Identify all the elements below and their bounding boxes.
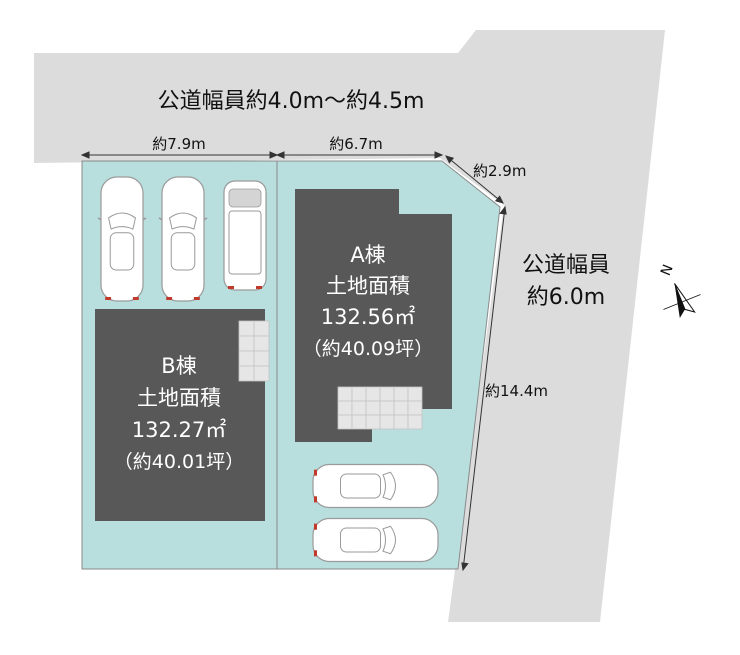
entrance-tile-a [407,386,423,402]
entrance-tile-a [407,400,423,416]
entrance-tile-b [253,335,270,352]
entrance-tile-b [253,350,270,367]
east-road-label-line1: 公道幅員 [522,253,610,278]
entrance-tile-b [238,350,255,367]
entrance-tile-a [351,414,367,430]
entrance-tile-b [238,335,255,352]
entrance-tile-a [365,414,381,430]
entrance-tile-a [379,386,395,402]
entrance-tile-a [393,400,409,416]
building-a-tsubo: （約40.09坪） [303,338,433,360]
entrance-tile-b [253,365,270,382]
dim-a-width-label: 約6.7m [329,135,382,153]
entrance-tile-a [337,386,353,402]
entrance-tile-a [365,400,381,416]
building-b-area-label: 土地面積 [137,386,221,410]
entrance-tile-b [238,365,255,382]
east-road-label-line2: 約6.0m [527,285,605,310]
building-a-name: A棟 [350,243,385,267]
dim-b-width-label: 約7.9m [152,135,205,153]
entrance-tile-a [337,400,353,416]
car-icon [97,176,147,302]
entrance-tile-a [337,414,353,430]
entrance-tile-b [253,320,270,337]
dim-east-label: 約14.4m [485,382,548,400]
entrance-tile-a [365,386,381,402]
north-road [34,30,665,622]
building-a [295,189,452,442]
entrance-tile-a [407,414,423,430]
entrance-tile-a [393,386,409,402]
entrance-tiles-b [238,320,270,382]
car-icon [158,176,208,302]
entrance-tile-a [393,414,409,430]
building-a-area-label: 土地面積 [326,274,410,298]
compass-letter: N [658,262,677,278]
entrance-tile-a [379,414,395,430]
dim-corner-label: 約2.9m [473,162,526,180]
building-a-area: 132.56㎡ [321,305,415,329]
north-arrow-icon [663,283,701,318]
car-icon [223,180,267,291]
entrance-tiles-a [337,386,423,430]
entrance-tile-b [238,320,255,337]
entrance-tile-a [379,400,395,416]
parking-cars [97,176,439,563]
entrance-tile-a [351,386,367,402]
north-road-label: 公道幅員約4.0m～約4.5m [158,89,425,114]
building-b-tsubo: （約40.01坪） [114,451,244,473]
car-icon [312,517,439,563]
car-icon [312,463,439,509]
building-b-area: 132.27㎡ [132,418,226,442]
building-b-name: B棟 [161,354,196,378]
dimension-lines [80,151,507,572]
building-b [95,309,265,521]
entrance-tile-a [351,400,367,416]
